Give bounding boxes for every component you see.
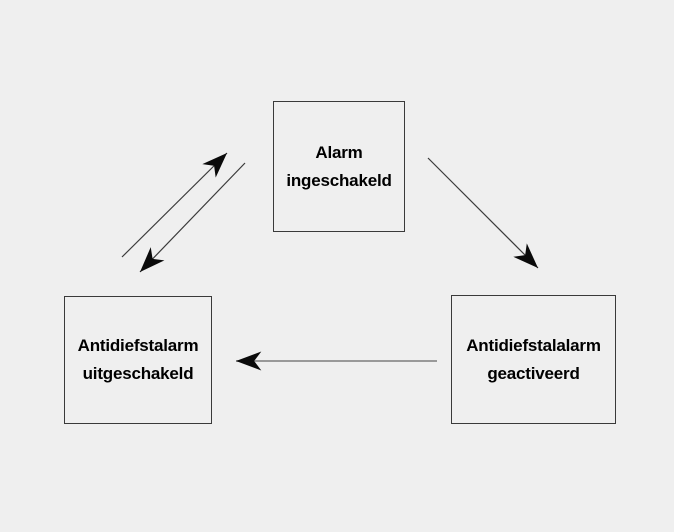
node-label-line1: Antidiefstalarm <box>77 336 199 355</box>
node-label-line2: uitgeschakeld <box>82 364 194 383</box>
node-antidiefstalalarm-geactiveerd: Antidiefstalalarm geactiveerd <box>451 295 616 424</box>
node-label-line2: geactiveerd <box>487 363 580 383</box>
node-label-line1: Alarm <box>315 142 363 162</box>
node-label-line2: ingeschakeld <box>286 170 392 190</box>
edge-ingeschakeld-to-geactiveerd <box>427 157 539 269</box>
edge-ingeschakeld-to-uitgeschakeld <box>139 162 246 273</box>
node-antidiefstalarm-uitgeschakeld: Antidiefstalarm uitgeschakeld <box>64 296 212 424</box>
edge-uitgeschakeld-to-ingeschakeld <box>121 152 228 258</box>
node-label-line1: Antidiefstalalarm <box>466 335 601 355</box>
node-alarm-ingeschakeld: Alarm ingeschakeld <box>273 101 405 232</box>
